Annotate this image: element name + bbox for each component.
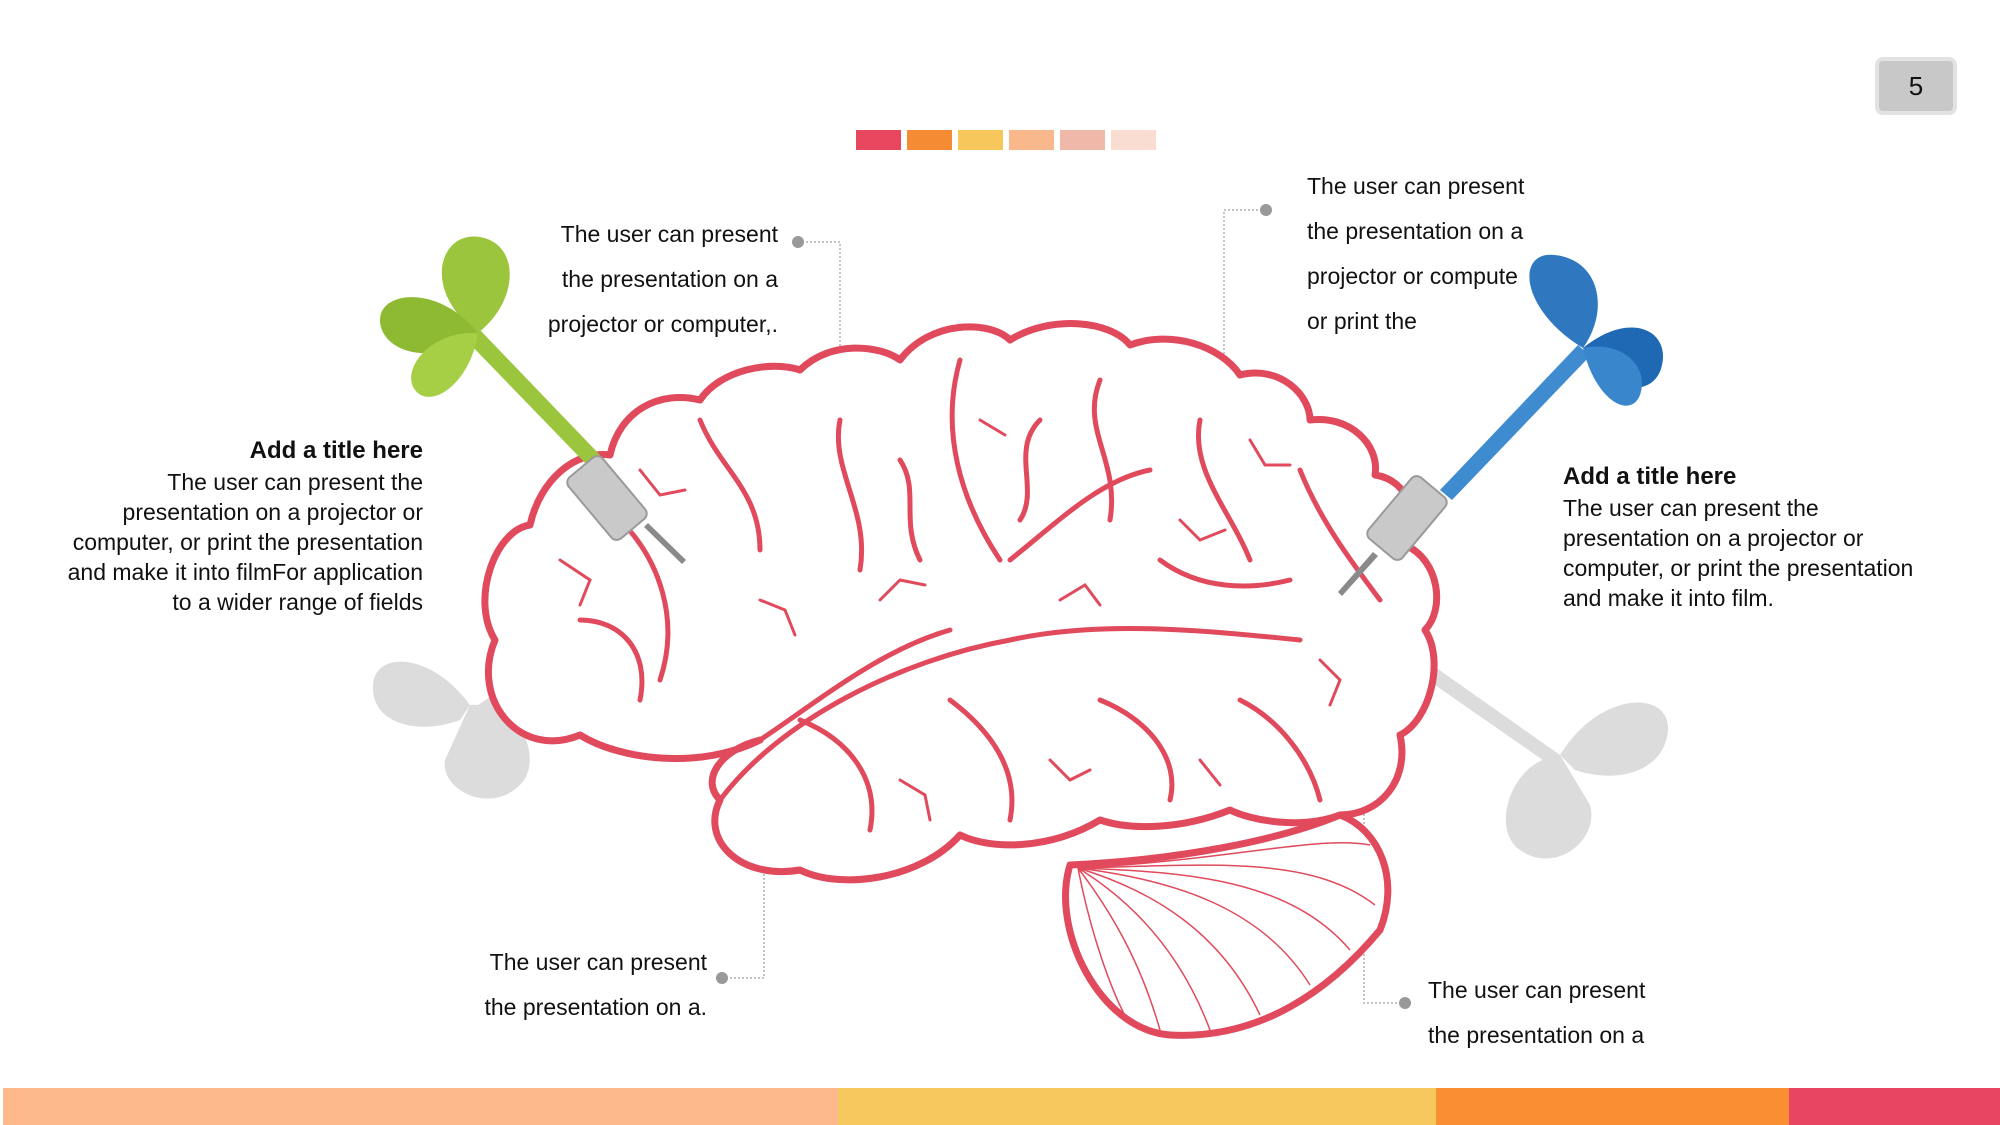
callout-line: The user can present xyxy=(1428,977,1646,1003)
swatch xyxy=(1009,130,1054,150)
block-line: and make it into filmFor application xyxy=(67,559,423,585)
block-line: computer, or print the presentation xyxy=(72,529,423,555)
callout-line: projector or computer,. xyxy=(547,311,778,337)
left-text-block: Add a title here The user can present th… xyxy=(20,435,423,617)
callout-line: or print the xyxy=(1307,308,1417,334)
swatch xyxy=(1111,130,1156,150)
bar-segment xyxy=(1436,1088,1789,1125)
cerebellum-lines xyxy=(1077,841,1376,1031)
callout-top-right: The user can present the presentation on… xyxy=(1307,164,1607,344)
block-line: computer, or print the presentation xyxy=(1563,555,1914,581)
swatch xyxy=(1060,130,1105,150)
block-title: Add a title here xyxy=(1563,463,1737,490)
green-dart-icon xyxy=(380,236,686,564)
callout-line: the presentation on a xyxy=(1428,1022,1645,1048)
callout-line: the presentation on a xyxy=(561,266,778,292)
color-swatches xyxy=(856,130,1156,150)
block-line: and make it into film. xyxy=(1563,585,1774,611)
block-line: The user can present the xyxy=(167,469,423,495)
block-line: presentation on a projector or xyxy=(1563,525,1864,551)
callout-line: The user can present xyxy=(489,949,707,975)
callout-line: the presentation on a. xyxy=(484,994,708,1020)
callout-bottom-left: The user can present the presentation on… xyxy=(420,940,708,1030)
callout-bottom-right: The user can present the presentation on… xyxy=(1428,968,1728,1058)
page-number-badge: 5 xyxy=(1875,57,1957,115)
callout-line: The user can present xyxy=(1307,173,1525,199)
callout-line: The user can present xyxy=(560,221,778,247)
block-line: to a wider range of fields xyxy=(172,589,423,615)
callout-top-left: The user can present the presentation on… xyxy=(480,212,778,347)
brain-outline xyxy=(481,320,1441,1039)
bar-segment xyxy=(3,1088,838,1125)
swatch xyxy=(958,130,1003,150)
brain-small-folds xyxy=(558,418,1342,822)
blue-dart-icon xyxy=(1338,254,1664,596)
brain-folds xyxy=(577,357,1383,833)
block-title: Add a title here xyxy=(249,437,423,464)
bottom-color-bar xyxy=(3,1088,2000,1125)
swatch xyxy=(907,130,952,150)
callout-line: the presentation on a xyxy=(1307,218,1524,244)
callout-line: projector or compute xyxy=(1307,263,1518,289)
bar-segment xyxy=(838,1088,1436,1125)
page-number: 5 xyxy=(1908,70,1924,101)
block-line: The user can present the xyxy=(1563,495,1819,521)
swatch xyxy=(856,130,901,150)
callout-dots xyxy=(716,204,1411,1009)
right-text-block: Add a title here The user can present th… xyxy=(1563,461,1983,613)
bar-segment xyxy=(1789,1088,2000,1125)
block-line: presentation on a projector or xyxy=(122,499,423,525)
